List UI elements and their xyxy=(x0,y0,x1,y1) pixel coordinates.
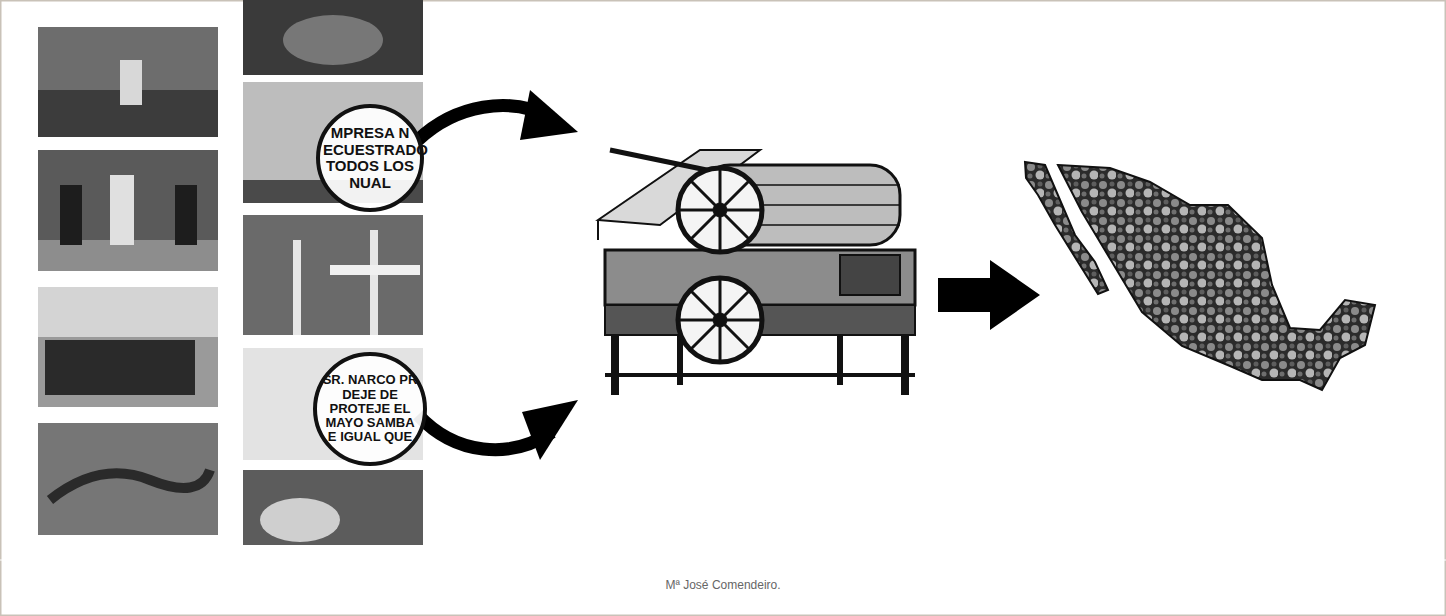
photo-detail xyxy=(38,287,218,337)
photo-detail xyxy=(50,470,210,500)
photo-detail xyxy=(293,240,301,335)
photo-detail xyxy=(330,265,420,275)
photo-detail xyxy=(120,60,142,105)
arrow-head xyxy=(522,400,578,460)
photo-detail xyxy=(60,185,82,245)
mexico-map xyxy=(1025,162,1375,390)
photo xyxy=(38,27,218,137)
flow-arrow xyxy=(418,90,578,460)
photo-detail xyxy=(45,340,195,395)
photo xyxy=(243,215,423,335)
magnifier-lens: MPRESA N ECUESTRADO TODOS LOS NUAL xyxy=(316,104,424,212)
photo-detail xyxy=(175,185,197,245)
photo xyxy=(38,287,218,407)
photo-detail xyxy=(260,498,340,542)
photo xyxy=(243,0,423,75)
sign-text: SR. NARCO PR DEJE DE PROTEJE EL MAYO SAM… xyxy=(320,373,420,444)
photo-detail xyxy=(370,230,378,335)
photo-detail xyxy=(283,15,383,65)
photo-column xyxy=(38,27,218,535)
photo-detail xyxy=(110,175,134,245)
arrow-head xyxy=(520,90,578,140)
photo xyxy=(243,470,423,545)
photo-column xyxy=(243,0,423,545)
photo xyxy=(38,150,218,271)
printing-press xyxy=(598,150,915,395)
block-arrow xyxy=(938,260,1040,330)
divider xyxy=(0,560,1446,561)
photo xyxy=(38,423,218,535)
magnifier-lens: SR. NARCO PR DEJE DE PROTEJE EL MAYO SAM… xyxy=(313,352,427,466)
caption: Mª José Comendeiro. xyxy=(0,578,1446,592)
sign-text: MPRESA N ECUESTRADO TODOS LOS NUAL xyxy=(323,125,417,191)
